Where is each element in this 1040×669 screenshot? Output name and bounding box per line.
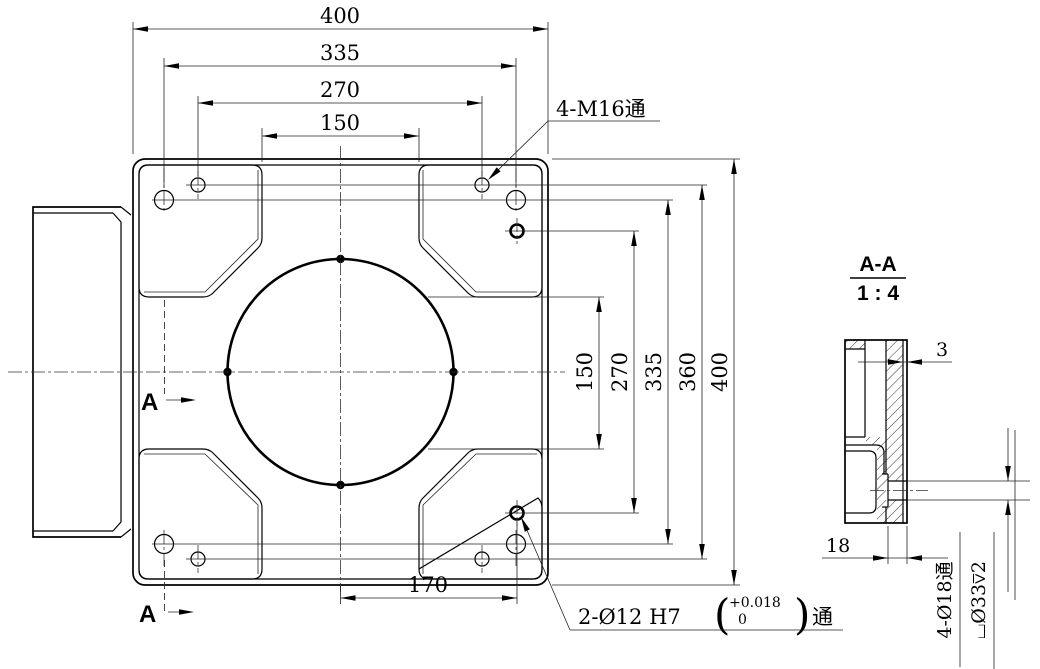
section-hatching — [845, 340, 903, 523]
label-tol-upper: +0.018 — [729, 595, 781, 611]
dim-400-top: 400 — [320, 4, 360, 28]
dimensions-top: 400 335 270 150 — [133, 4, 548, 139]
pad-bottom-left — [138, 448, 263, 580]
dim-270-top: 270 — [320, 78, 360, 102]
pad-bottom-right — [418, 448, 543, 580]
section-dim-3: 3 — [858, 339, 952, 365]
leader-dowel: 2-Ø12 H7 ( +0.018 0 ) 通 — [518, 515, 843, 639]
section-marker-a-bottom: A — [139, 601, 156, 628]
dim-3-text: 3 — [936, 339, 948, 361]
pad-top-right-inner — [422, 170, 537, 293]
section-scale-text: 1 : 4 — [857, 282, 899, 305]
dim-150-right: 150 — [573, 352, 597, 392]
pad-top-left — [138, 164, 263, 298]
extension-lines — [132, 22, 740, 604]
dimensions-right: 150 270 335 360 400 — [573, 159, 737, 585]
dim-360-right: 360 — [676, 352, 700, 392]
pad-bottom-left-inner — [144, 453, 259, 574]
pad-top-left-inner — [144, 170, 259, 293]
section-view: A-A 1 : 4 — [822, 253, 1030, 669]
dimension-bottom: 170 — [340, 573, 517, 601]
section-marker-a-top: A — [141, 389, 158, 416]
label-dowel-prefix: 2-Ø12 H7 — [578, 605, 681, 629]
label-m16-holes: 4-M16通 — [556, 97, 646, 121]
section-dim-18: 18 — [822, 526, 948, 564]
section-hole-dims: 4-Ø18通 ⌴Ø33⊽2 — [908, 428, 1030, 669]
label-d18-holes: 4-Ø18通 — [934, 561, 956, 638]
dim-335-right: 335 — [642, 352, 666, 392]
section-title: A-A 1 : 4 — [850, 253, 906, 305]
label-dowel-suffix: 通 — [812, 605, 833, 629]
pad-bottom-right-inner — [422, 453, 537, 574]
section-body — [844, 339, 928, 524]
section-cut-line: A A — [139, 300, 196, 628]
dim-170-bottom: 170 — [408, 573, 448, 597]
dim-270-right: 270 — [608, 352, 632, 392]
paren-open: ( — [714, 590, 730, 639]
section-title-text: A-A — [859, 253, 896, 276]
dim-150-top: 150 — [320, 111, 360, 135]
label-counterbore: ⌴Ø33⊽2 — [968, 561, 990, 639]
dim-400-right: 400 — [708, 352, 732, 392]
label-tol-lower: 0 — [738, 612, 747, 628]
dim-335-top: 335 — [320, 41, 360, 65]
dim-18-text: 18 — [826, 535, 850, 557]
main-view: A A — [8, 4, 843, 639]
leader-m16: 4-M16通 — [486, 97, 660, 182]
paren-close: ) — [794, 590, 810, 639]
